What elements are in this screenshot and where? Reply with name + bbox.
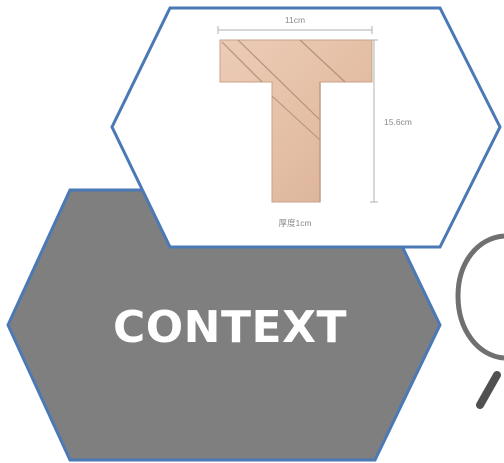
context-hexagon: CONTEXT bbox=[6, 188, 442, 462]
magnifier-icon bbox=[455, 233, 504, 409]
height-label: 15.6cm bbox=[384, 117, 412, 127]
width-dimension: 11cm bbox=[217, 15, 373, 34]
context-label: CONTEXT bbox=[113, 302, 347, 353]
thickness-label: 厚度1cm bbox=[278, 218, 311, 228]
wooden-t-puzzle bbox=[219, 39, 373, 203]
product-hexagon: 11cm 15.6cm bbox=[110, 6, 502, 249]
width-label: 11cm bbox=[285, 15, 305, 25]
